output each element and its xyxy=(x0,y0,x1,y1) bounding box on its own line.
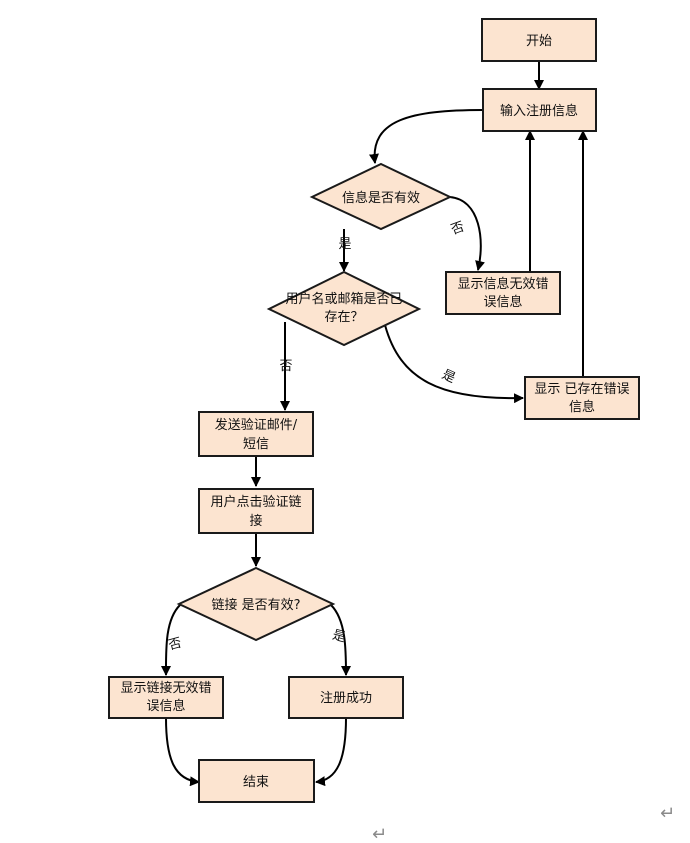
svg-text:误信息: 误信息 xyxy=(483,294,522,310)
edges xyxy=(160,61,588,787)
edge-input-to-valid-check xyxy=(369,109,484,164)
node-link-check-line-1: 链接 是否有效? xyxy=(211,597,300,613)
edge-label-exists-no: 否 xyxy=(279,359,292,374)
svg-text:接: 接 xyxy=(249,513,262,529)
node-invalid-error-line-2: 误信息 xyxy=(483,294,522,310)
node-success-line-1: 注册成功 xyxy=(320,691,372,706)
node-link-error-line-2: 误信息 xyxy=(146,698,185,714)
edge-label-valid-no: 否 xyxy=(449,219,466,238)
edge-label-exists-yes: 是 xyxy=(439,367,457,386)
node-valid-check-line-1: 信息是否有效 xyxy=(342,190,420,206)
edge-label-link-yes: 是 xyxy=(331,628,347,646)
svg-text:发送验证邮件/: 发送验证邮件/ xyxy=(215,417,298,433)
node-link-error-line-1: 显示链接无效错 xyxy=(120,680,211,696)
node-end-line-1: 结束 xyxy=(243,775,269,790)
edge-link-to-link-error xyxy=(160,604,181,676)
svg-text:开始: 开始 xyxy=(526,34,552,49)
edge-labels: 否 是 否 是 否 是 xyxy=(167,219,467,653)
node-exists-check-line-2: 存在？ xyxy=(324,310,363,325)
node-end: 结束 xyxy=(198,759,315,803)
node-input: 输入注册信息 xyxy=(482,88,597,132)
svg-text:误信息: 误信息 xyxy=(146,698,185,714)
node-start: 开始 xyxy=(481,18,597,62)
svg-text:信息是否有效: 信息是否有效 xyxy=(342,190,420,206)
svg-text:短信: 短信 xyxy=(243,437,269,452)
node-invalid-error: 显示信息无效错 误信息 xyxy=(445,271,561,315)
node-input-line-1: 输入注册信息 xyxy=(500,103,578,119)
edge-label-link-no: 否 xyxy=(167,636,183,654)
svg-text:信息: 信息 xyxy=(569,399,595,415)
node-exists-check: 用户名或邮箱是否已 存在？ xyxy=(266,270,422,347)
svg-text:用户点击验证链: 用户点击验证链 xyxy=(210,494,301,510)
node-exists-error: 显示 已存在错误 信息 xyxy=(524,376,640,420)
node-success: 注册成功 xyxy=(288,676,404,719)
node-exists-error-line-1: 显示 已存在错误 xyxy=(534,382,629,397)
node-exists-error-line-2: 信息 xyxy=(569,399,595,415)
edge-exists-to-exists-error xyxy=(384,324,524,404)
paragraph-mark-bottom: ↵ xyxy=(372,824,387,843)
node-click-link-line-1: 用户点击验证链 xyxy=(210,494,301,510)
node-exists-check-line-1: 用户名或邮箱是否已 xyxy=(285,291,402,307)
svg-text:显示 已存在错误: 显示 已存在错误 xyxy=(534,382,629,397)
edge-link-to-success xyxy=(330,604,351,676)
node-send-email-line-2: 短信 xyxy=(243,437,269,452)
svg-text:注册成功: 注册成功 xyxy=(320,691,372,706)
node-start-line-1: 开始 xyxy=(526,34,552,49)
edge-valid-to-invalid-error xyxy=(449,196,485,271)
node-send-email: 发送验证邮件/ 短信 xyxy=(198,411,314,457)
svg-text:显示信息无效错: 显示信息无效错 xyxy=(457,276,548,292)
edge-link-error-to-end xyxy=(165,717,200,787)
edge-label-valid-yes: 是 xyxy=(338,237,351,252)
paragraph-mark-right: ↵ xyxy=(660,803,675,824)
node-link-check: 链接 是否有效? xyxy=(176,566,336,642)
node-link-error: 显示链接无效错 误信息 xyxy=(108,676,224,719)
svg-text:链接 是否有效?: 链接 是否有效? xyxy=(211,597,300,613)
node-valid-check: 信息是否有效 xyxy=(309,162,453,231)
svg-text:结束: 结束 xyxy=(243,775,269,790)
node-click-link-line-2: 接 xyxy=(249,513,262,529)
svg-text:存在？: 存在？ xyxy=(324,310,363,325)
svg-text:用户名或邮箱是否已: 用户名或邮箱是否已 xyxy=(285,291,402,307)
svg-text:输入注册信息: 输入注册信息 xyxy=(500,103,578,119)
node-send-email-line-1: 发送验证邮件/ xyxy=(215,417,298,433)
node-click-link: 用户点击验证链 接 xyxy=(198,488,314,534)
node-invalid-error-line-1: 显示信息无效错 xyxy=(457,276,548,292)
edge-success-to-end xyxy=(315,717,347,787)
svg-text:显示链接无效错: 显示链接无效错 xyxy=(120,680,211,696)
